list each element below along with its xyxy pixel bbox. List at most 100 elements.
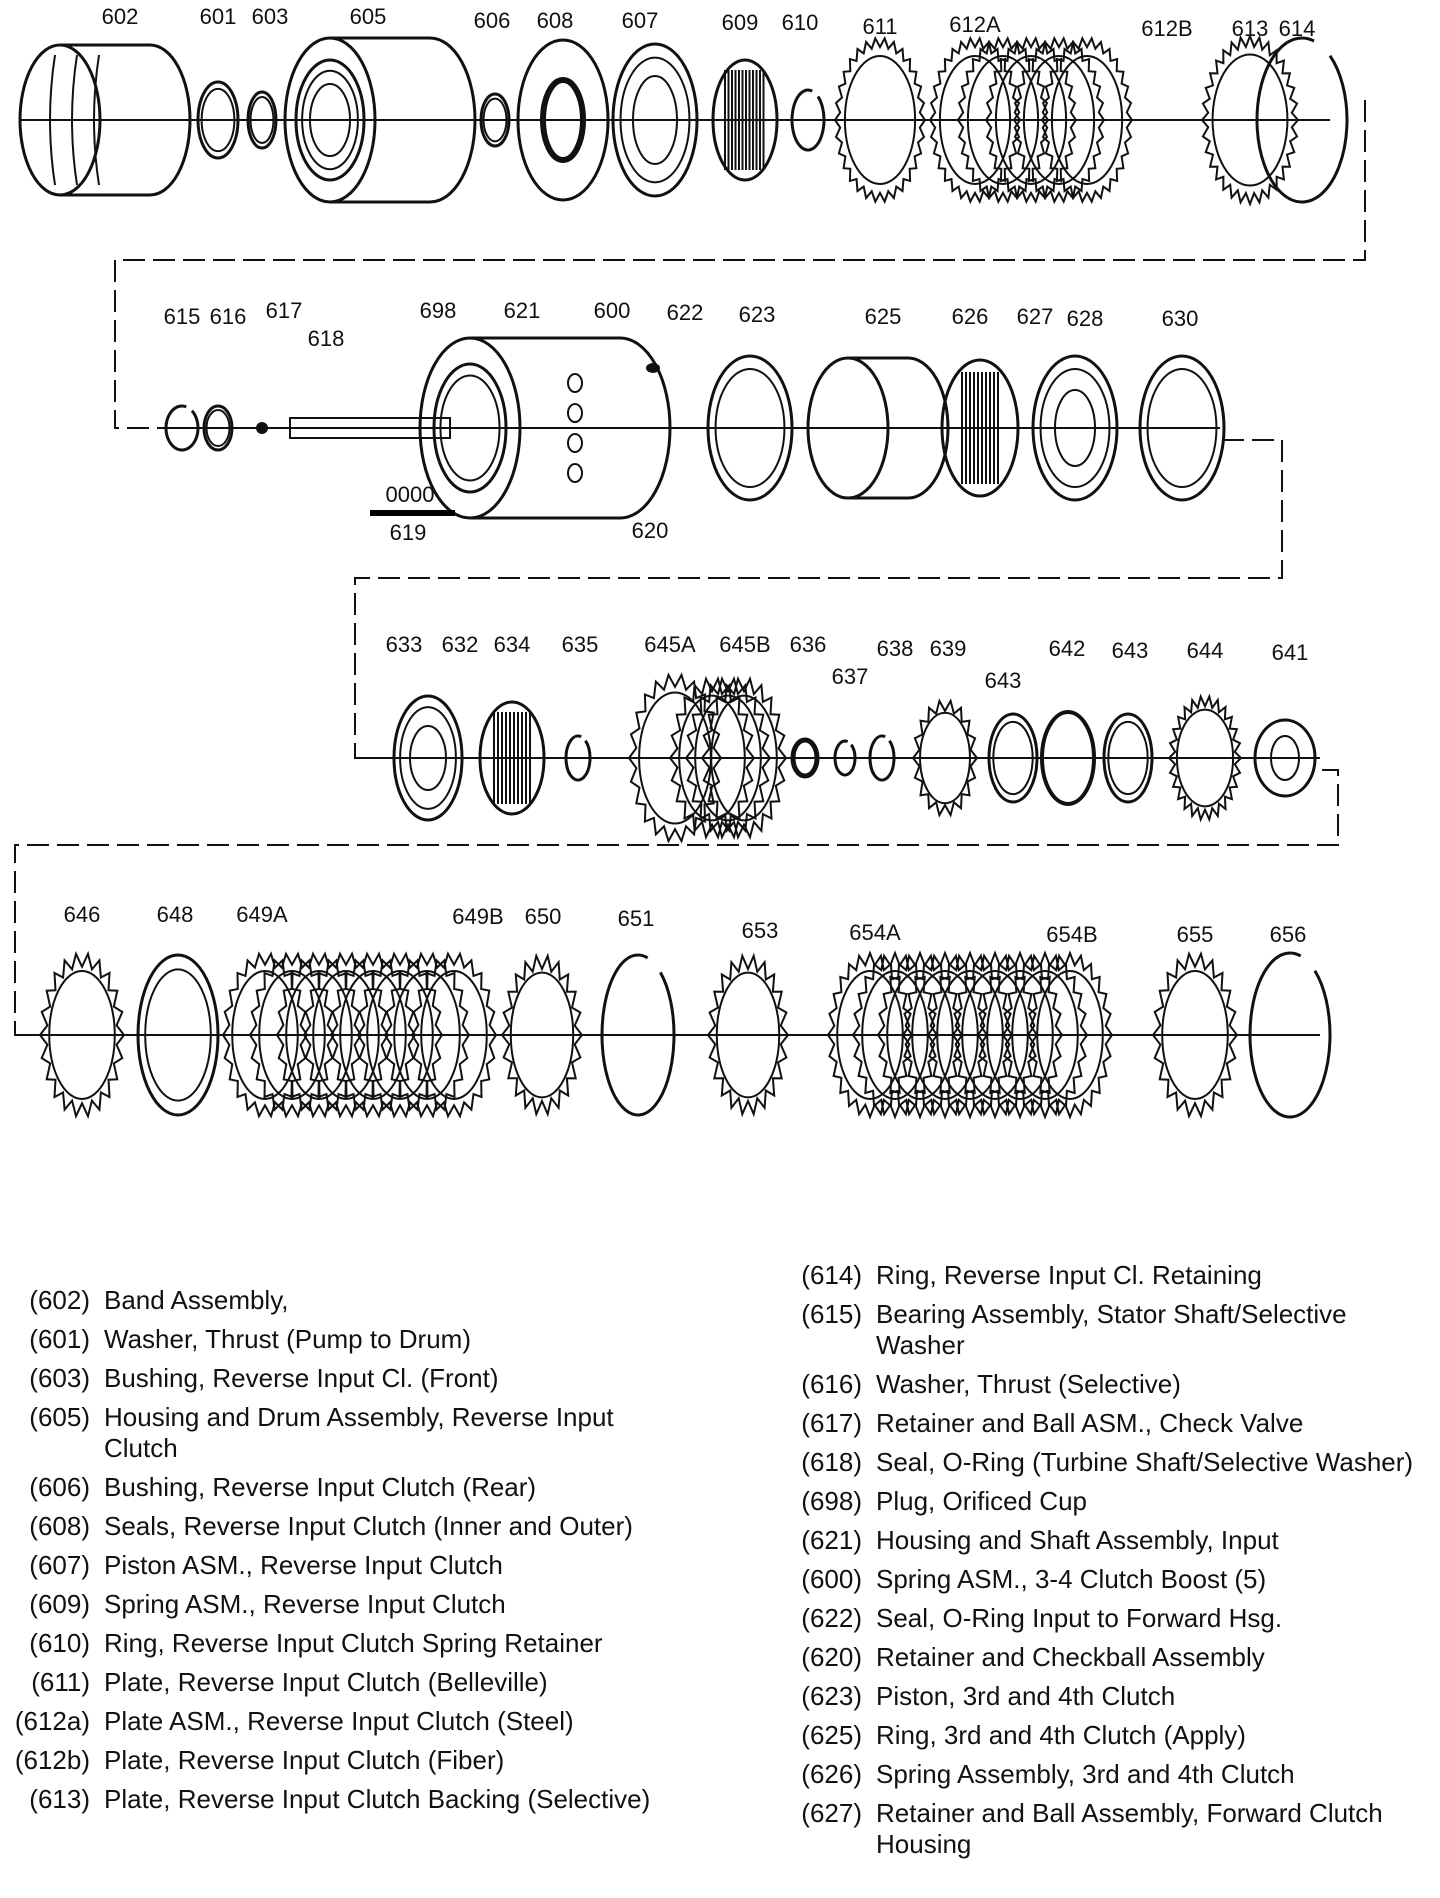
legend-entry: (603)Bushing, Reverse Input Cl. (Front) bbox=[8, 1363, 678, 1394]
legend-entry: (621) Housing and Shaft Assembly, Input bbox=[780, 1525, 1435, 1556]
part-callout: 642 bbox=[1049, 636, 1086, 661]
legend-part-description: Seal, O-Ring (Turbine Shaft/Selective Wa… bbox=[876, 1447, 1414, 1477]
part-callout: 625 bbox=[865, 304, 902, 329]
legend-entry: (605) Housing and Drum Assembly, Reverse … bbox=[8, 1402, 678, 1464]
callout-leader bbox=[685, 326, 695, 415]
part-callout: 637 bbox=[832, 664, 869, 689]
legend-part-description: Retainer and Ball Assembly, Forward Clut… bbox=[876, 1798, 1383, 1859]
part-callout: 641 bbox=[1272, 640, 1309, 665]
callout-leader bbox=[1128, 664, 1130, 716]
part-callout: 606 bbox=[474, 8, 511, 33]
part-callout: 632 bbox=[442, 632, 479, 657]
legend-part-description: Piston, 3rd and 4th Clutch bbox=[876, 1681, 1176, 1711]
callout-leader bbox=[740, 36, 745, 60]
legend-entry: (602)Band Assembly, bbox=[8, 1285, 678, 1316]
callout-leader bbox=[448, 658, 460, 700]
legend-part-number: (621) bbox=[801, 1525, 862, 1555]
legend-part-description: Housing and Drum Assembly, Reverse Input… bbox=[104, 1402, 614, 1463]
legend-part-description: Retainer and Checkball Assembly bbox=[876, 1642, 1265, 1672]
legend-entry: (612b)Plate, Reverse Input Clutch (Fiber… bbox=[8, 1745, 678, 1776]
callout-leader bbox=[740, 658, 745, 680]
part-callout: 650 bbox=[525, 904, 562, 929]
legend-part-description: Seal, O-Ring Input to Forward Hsg. bbox=[876, 1603, 1283, 1633]
part-callout: 618 bbox=[308, 326, 345, 351]
part-callout: 609 bbox=[722, 10, 759, 35]
callout-leader bbox=[1285, 666, 1290, 722]
part-callout: 612A bbox=[949, 12, 1001, 37]
callout-bracket bbox=[370, 510, 455, 516]
callout-leader bbox=[805, 658, 808, 742]
callout-leader bbox=[1067, 662, 1068, 712]
spring-600 bbox=[646, 363, 660, 373]
legend-part-number: (622) bbox=[801, 1603, 862, 1633]
legend-part-number: (607) bbox=[29, 1550, 90, 1580]
callout-leader bbox=[295, 352, 326, 420]
legend-part-number: (625) bbox=[801, 1720, 862, 1750]
part-callout: 643 bbox=[985, 668, 1022, 693]
callout-leader bbox=[542, 930, 543, 955]
part-callout: 605 bbox=[350, 4, 387, 29]
legend-part-description: Housing and Shaft Assembly, Input bbox=[876, 1525, 1279, 1555]
legend-entry: (622) Seal, O-Ring Input to Forward Hsg. bbox=[780, 1603, 1435, 1634]
housing-621 bbox=[567, 433, 583, 453]
legend-part-number: (613) bbox=[29, 1784, 90, 1814]
callout-leader bbox=[400, 658, 404, 720]
part-callout: 630 bbox=[1162, 306, 1199, 331]
callout-leader bbox=[1297, 42, 1300, 70]
legend-entry: (615)Bearing Assembly, Stator Shaft/Sele… bbox=[780, 1299, 1435, 1361]
part-callout: 0000 bbox=[386, 482, 435, 507]
part-callout: 621 bbox=[504, 298, 541, 323]
legend-part-description: Piston ASM., Reverse Input Clutch bbox=[104, 1550, 503, 1580]
callout-leader bbox=[1078, 332, 1085, 358]
part-callout: 626 bbox=[952, 304, 989, 329]
legend-part-description: Spring Assembly, 3rd and 4th Clutch bbox=[876, 1759, 1295, 1789]
legend-part-number: (615) bbox=[801, 1299, 862, 1329]
legend-entry: (612a) Plate ASM., Reverse Input Clutch (… bbox=[8, 1706, 678, 1737]
legend-part-description: Spring ASM., 3-4 Clutch Boost (5) bbox=[876, 1564, 1267, 1594]
part-callout: 633 bbox=[386, 632, 423, 657]
callout-leader bbox=[945, 662, 948, 702]
part-callout: 645B bbox=[719, 632, 770, 657]
callout-leader bbox=[175, 928, 178, 955]
legend-part-number: (623) bbox=[801, 1681, 862, 1711]
part-callout: 644 bbox=[1187, 638, 1224, 663]
callout-leader bbox=[883, 330, 885, 360]
part-callout: 611 bbox=[862, 14, 897, 39]
ring-614 bbox=[1255, 36, 1349, 204]
part-callout: 627 bbox=[1017, 304, 1054, 329]
callout-leader bbox=[215, 30, 218, 80]
legend-part-description: Plate ASM., Reverse Input Clutch (Steel) bbox=[104, 1706, 574, 1736]
legend-left: (602)Band Assembly, (601)Washer, Thrust (… bbox=[8, 1285, 678, 1823]
housing-621 bbox=[567, 373, 583, 393]
legend-part-number: (605) bbox=[29, 1402, 90, 1432]
legend-entry: (616)Washer, Thrust (Selective) bbox=[780, 1369, 1435, 1400]
legend-entry: (613)Plate, Reverse Input Clutch Backing… bbox=[8, 1784, 678, 1815]
legend-entry: (601)Washer, Thrust (Pump to Drum) bbox=[8, 1324, 678, 1355]
legend-part-number: (602) bbox=[29, 1285, 90, 1315]
legend-part-description: Ring, 3rd and 4th Clutch (Apply) bbox=[876, 1720, 1246, 1750]
legend-part-number: (620) bbox=[801, 1642, 862, 1672]
legend-entry: (627)Retainer and Ball Assembly, Forward… bbox=[780, 1798, 1435, 1860]
connector-2-3 bbox=[354, 439, 1283, 759]
part-callout: 643 bbox=[1112, 638, 1149, 663]
legend-part-number: (600) bbox=[801, 1564, 862, 1594]
housing-621 bbox=[567, 463, 583, 483]
part-callout: 614 bbox=[1279, 16, 1316, 41]
legend-part-description: Bushing, Reverse Input Cl. (Front) bbox=[104, 1363, 499, 1393]
legend-part-number: (612b) bbox=[14, 1745, 90, 1775]
part-callout: 651 bbox=[618, 906, 655, 931]
callout-leader bbox=[1180, 332, 1182, 356]
part-callout: 646 bbox=[64, 902, 101, 927]
callout-leader bbox=[465, 930, 478, 955]
legend-part-number: (626) bbox=[801, 1759, 862, 1789]
legend-entry: (607) Piston ASM., Reverse Input Clutch bbox=[8, 1550, 678, 1581]
callout-leader bbox=[262, 30, 270, 92]
part-callout: 649A bbox=[236, 902, 288, 927]
legend-part-number: (610) bbox=[29, 1628, 90, 1658]
callout-leader bbox=[755, 944, 760, 955]
legend-part-number: (612a) bbox=[14, 1706, 90, 1736]
legend-part-description: Washer, Thrust (Selective) bbox=[876, 1369, 1181, 1399]
legend-part-number: (601) bbox=[29, 1324, 90, 1354]
legend-part-number: (609) bbox=[29, 1589, 90, 1619]
part-callout: 654B bbox=[1046, 922, 1097, 947]
